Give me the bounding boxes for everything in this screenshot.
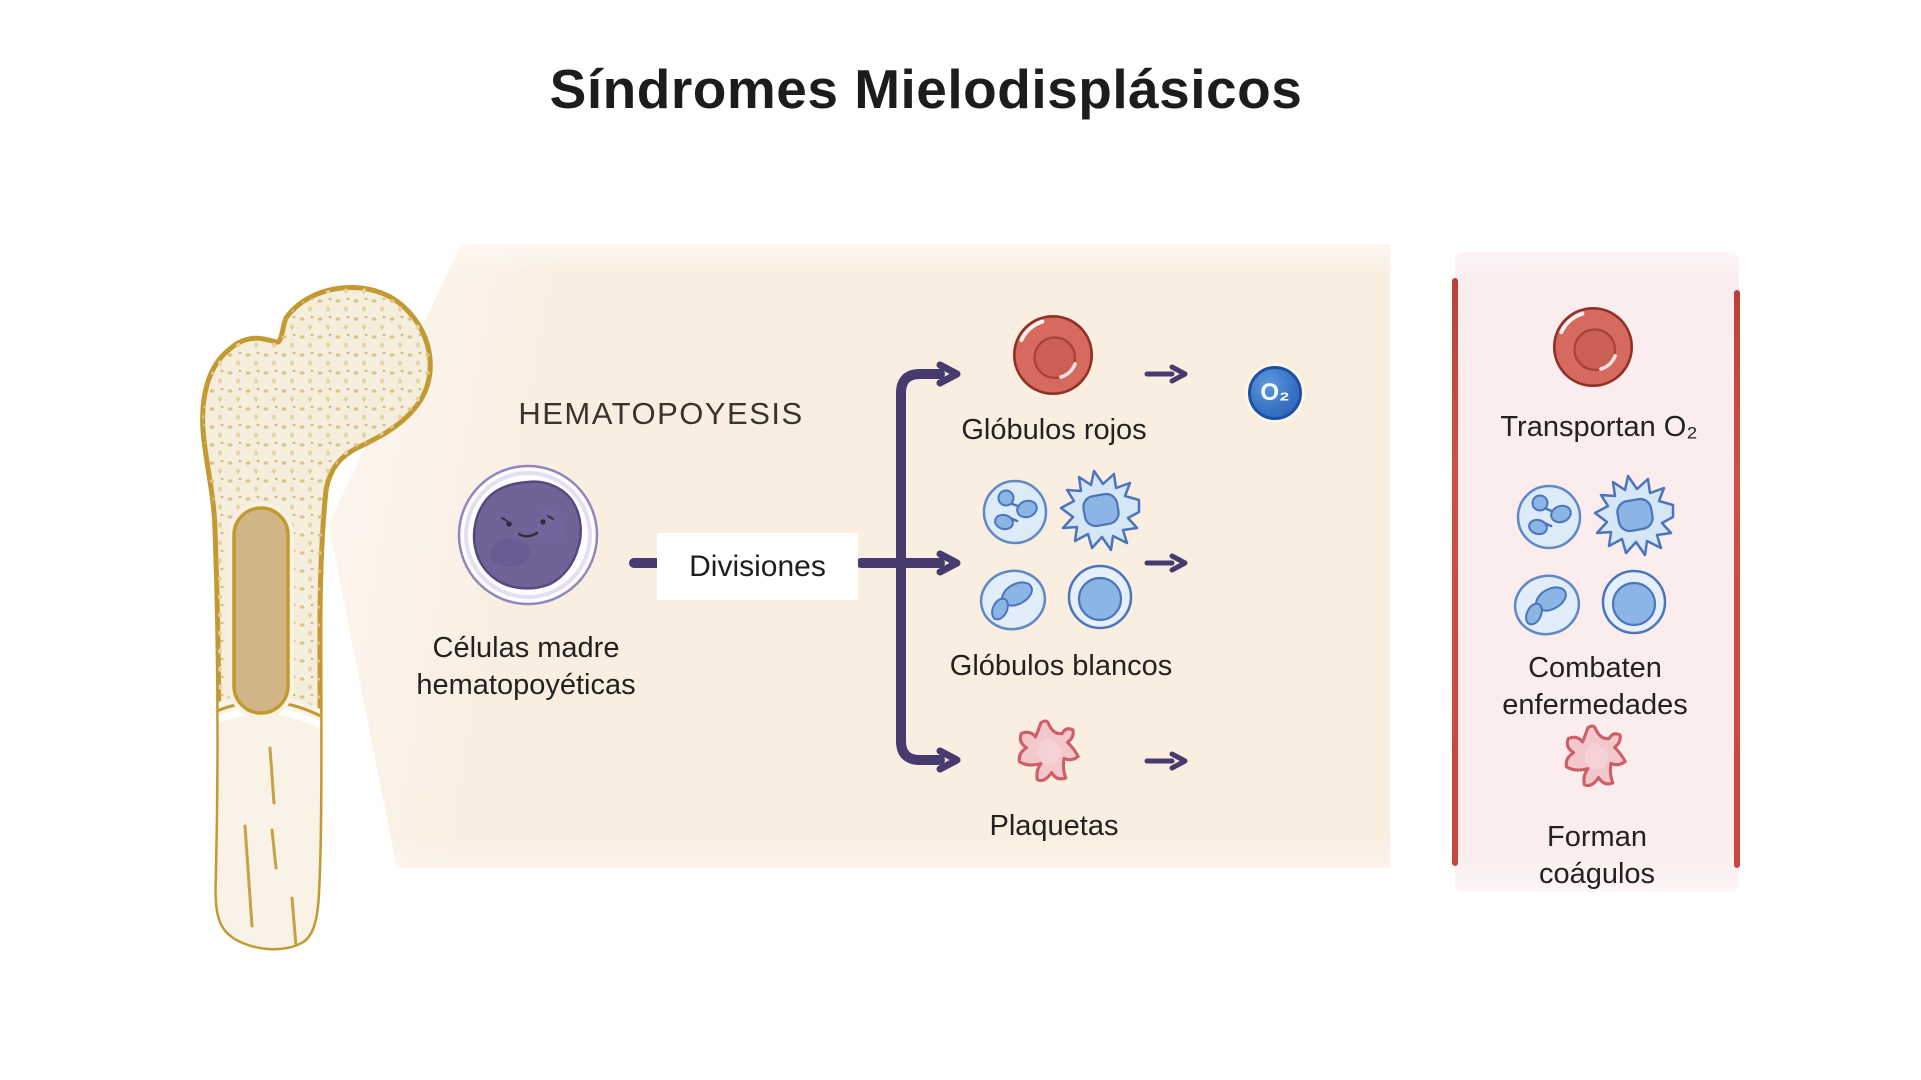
- vessel-red-blood-cell-icon: [1552, 306, 1634, 388]
- platelet-icon: [1017, 719, 1080, 783]
- stem-cell-icon: [457, 464, 599, 606]
- vessel-platelets-caption-line1: Forman: [1547, 821, 1647, 853]
- divisions-label-box: Divisiones: [657, 533, 858, 600]
- stem-cell-face: [501, 515, 554, 538]
- vessel-white-blood-cells-icon: [1502, 471, 1682, 651]
- vessel-platelet-icon: [1564, 724, 1627, 788]
- vessel-wall-left: [1452, 278, 1458, 866]
- vessel-platelets-caption: Forman coágulos: [1539, 819, 1655, 893]
- stem-cell-caption-line2: hematopoyéticas: [416, 669, 636, 701]
- vessel-white-cells-caption-line2: enfermedades: [1502, 689, 1688, 721]
- oxygen-badge-label: O₂: [1260, 379, 1290, 406]
- white-cells-label: Glóbulos blancos: [949, 650, 1173, 682]
- section-heading: HEMATOPOYESIS: [518, 396, 804, 431]
- white-blood-cells-icon: [968, 466, 1148, 646]
- vessel-platelets-caption-line2: coágulos: [1538, 858, 1656, 890]
- page-title: Síndromes Mielodisplásicos: [549, 58, 1303, 120]
- vessel-white-cells-caption: Combaten enfermedades: [1502, 650, 1687, 724]
- vessel-wall-right: [1734, 290, 1740, 868]
- vessel-red-cells-caption: Transportan O₂: [1500, 411, 1698, 443]
- platelets-label: Plaquetas: [989, 810, 1119, 842]
- red-cells-label: Glóbulos rojos: [961, 414, 1147, 446]
- oxygen-badge: O₂: [1248, 366, 1302, 420]
- vessel-white-cells-caption-line1: Combaten: [1528, 652, 1662, 684]
- divisions-label: Divisiones: [689, 549, 826, 583]
- stem-cell-caption: Células madre hematopoyéticas: [416, 630, 635, 704]
- red-blood-cell-icon: [1012, 314, 1094, 396]
- stem-cell-caption-line1: Células madre: [432, 632, 620, 664]
- femur-bone-illustration: [200, 284, 433, 951]
